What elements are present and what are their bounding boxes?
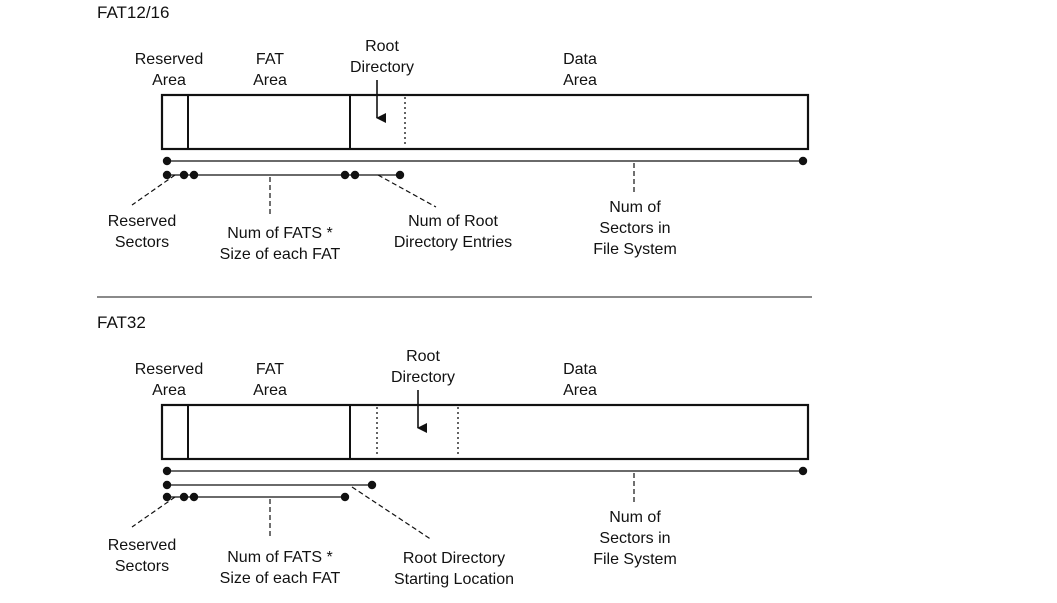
fat16-total-end-dot: [798, 156, 808, 166]
fat16-num-fats-label-line2: Size of each FAT: [220, 246, 341, 263]
fat16-fat-start-dot: [189, 170, 199, 180]
fat32-num-fats-label-line1: Num of FATS *: [227, 549, 333, 566]
fat16-num-sectors-label-line1: Num of: [609, 199, 661, 216]
fat32-reserved-sectors-label-line1: Reserved: [108, 537, 176, 554]
fat32-root-start-leader: [351, 486, 433, 541]
fat16-total-start-dot: [162, 156, 172, 166]
fat16-root-entries-label-line2: Directory Entries: [394, 234, 512, 251]
fat32-fat-area-label-line1: FAT: [256, 361, 284, 378]
fat32-section: FAT32 Reserved Area FAT Area Root Direct…: [97, 313, 810, 588]
fat16-reserved-sectors-label-line1: Reserved: [108, 213, 176, 230]
fat32-title: FAT32: [97, 313, 146, 332]
fat16-disk-bar: [160, 93, 810, 151]
fat32-reserved-end-dot: [179, 492, 189, 502]
fat32-reserved-start-dot: [162, 492, 172, 502]
fat16-section: FAT12/16 Reserved Area FAT Area Root Dir…: [97, 3, 810, 263]
fat32-disk-bar: [160, 403, 810, 461]
fat16-data-area-label-line2: Area: [563, 72, 597, 89]
fat32-data-area-label-line2: Area: [563, 382, 597, 399]
fat16-reserved-area-label-line1: Reserved: [135, 51, 203, 68]
fat16-root-directory-label-line1: Root: [365, 38, 399, 55]
fat16-root-directory-label-line2: Directory: [350, 59, 414, 76]
fat16-reserved-area-label-line2: Area: [152, 72, 186, 89]
fat16-fat-area-label-line1: FAT: [256, 51, 284, 68]
fat32-data-area-label-line1: Data: [563, 361, 597, 378]
fat16-reserved-leader: [131, 174, 176, 206]
fat32-root-start-label-line1: Root Directory: [403, 550, 505, 567]
fat32-num-sectors-label-line2: Sectors in: [599, 530, 670, 547]
fat32-fat-area-label-line2: Area: [253, 382, 287, 399]
fat32-total-start-dot: [162, 466, 172, 476]
fat32-fat-start-dot: [189, 492, 199, 502]
fat16-num-fats-label-line1: Num of FATS *: [227, 225, 333, 242]
fat16-data-area-label-line1: Data: [563, 51, 597, 68]
fat32-num-fats-label-line2: Size of each FAT: [220, 570, 341, 587]
fat16-root-entries-label-line1: Num of Root: [408, 213, 498, 230]
fat16-root-leader: [377, 174, 437, 208]
fat16-reserved-end-dot: [179, 170, 189, 180]
fat32-reserved-area-label-line2: Area: [152, 382, 186, 399]
fat32-num-sectors-label-line1: Num of: [609, 509, 661, 526]
fat32-reserved-sectors-label-line2: Sectors: [115, 558, 169, 575]
fat32-root-start-label-line2: Starting Location: [394, 571, 514, 588]
fat32-root-directory-label-line2: Directory: [391, 369, 455, 386]
fat16-reserved-sectors-label-line2: Sectors: [115, 234, 169, 251]
fat16-fat-area-label-line2: Area: [253, 72, 287, 89]
fat32-root-span-end-dot: [367, 480, 377, 490]
fat32-reserved-area-label-line1: Reserved: [135, 361, 203, 378]
fat32-root-span-start-dot: [162, 480, 172, 490]
fat16-num-sectors-label-line2: Sectors in: [599, 220, 670, 237]
fat32-num-sectors-label-line3: File System: [593, 551, 677, 568]
fat32-reserved-leader: [131, 496, 176, 528]
fat16-root-start-dot: [350, 170, 360, 180]
fat32-fat-end-dot: [340, 492, 350, 502]
fat16-fat-end-dot: [340, 170, 350, 180]
fat32-root-directory-label-line1: Root: [406, 348, 440, 365]
fat16-reserved-start-dot: [162, 170, 172, 180]
fat32-total-end-dot: [798, 466, 808, 476]
fat16-root-end-dot: [395, 170, 405, 180]
fat16-num-sectors-label-line3: File System: [593, 241, 677, 258]
fat16-title: FAT12/16: [97, 3, 169, 22]
